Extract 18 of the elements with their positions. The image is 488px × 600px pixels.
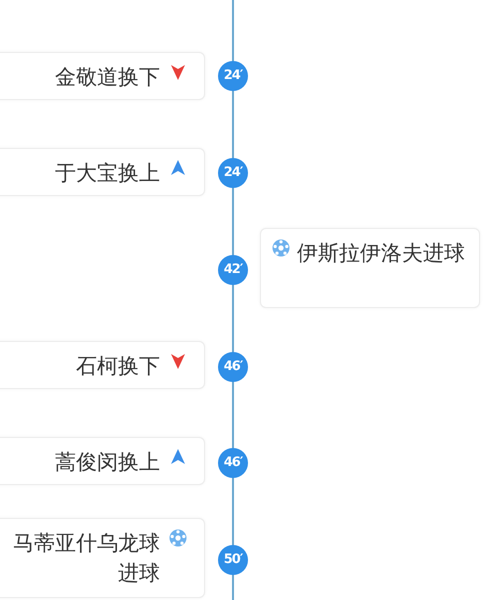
event-text: 马蒂亚什乌龙球进球: [12, 530, 160, 587]
minute-badge: 24′: [218, 61, 248, 91]
event-card: [0, 341, 205, 389]
minute-badge: 24′: [218, 158, 248, 188]
event-text: 金敬道换下: [54, 64, 160, 91]
event-card: [0, 148, 205, 196]
event-text: 伊斯拉伊洛夫进球: [297, 240, 466, 267]
event-card: [260, 228, 480, 308]
event-text: 石柯换下: [75, 353, 160, 380]
minute-badge: 46′: [218, 448, 248, 478]
event-card: [0, 437, 205, 485]
minute-badge: 46′: [218, 352, 248, 382]
event-text: 蒿俊闵换上: [54, 449, 160, 476]
minute-badge: 50′: [218, 545, 248, 575]
minute-badge: 42′: [218, 255, 248, 285]
event-card: [0, 518, 205, 598]
event-text: 于大宝换上: [54, 160, 160, 187]
event-card: [0, 52, 205, 100]
